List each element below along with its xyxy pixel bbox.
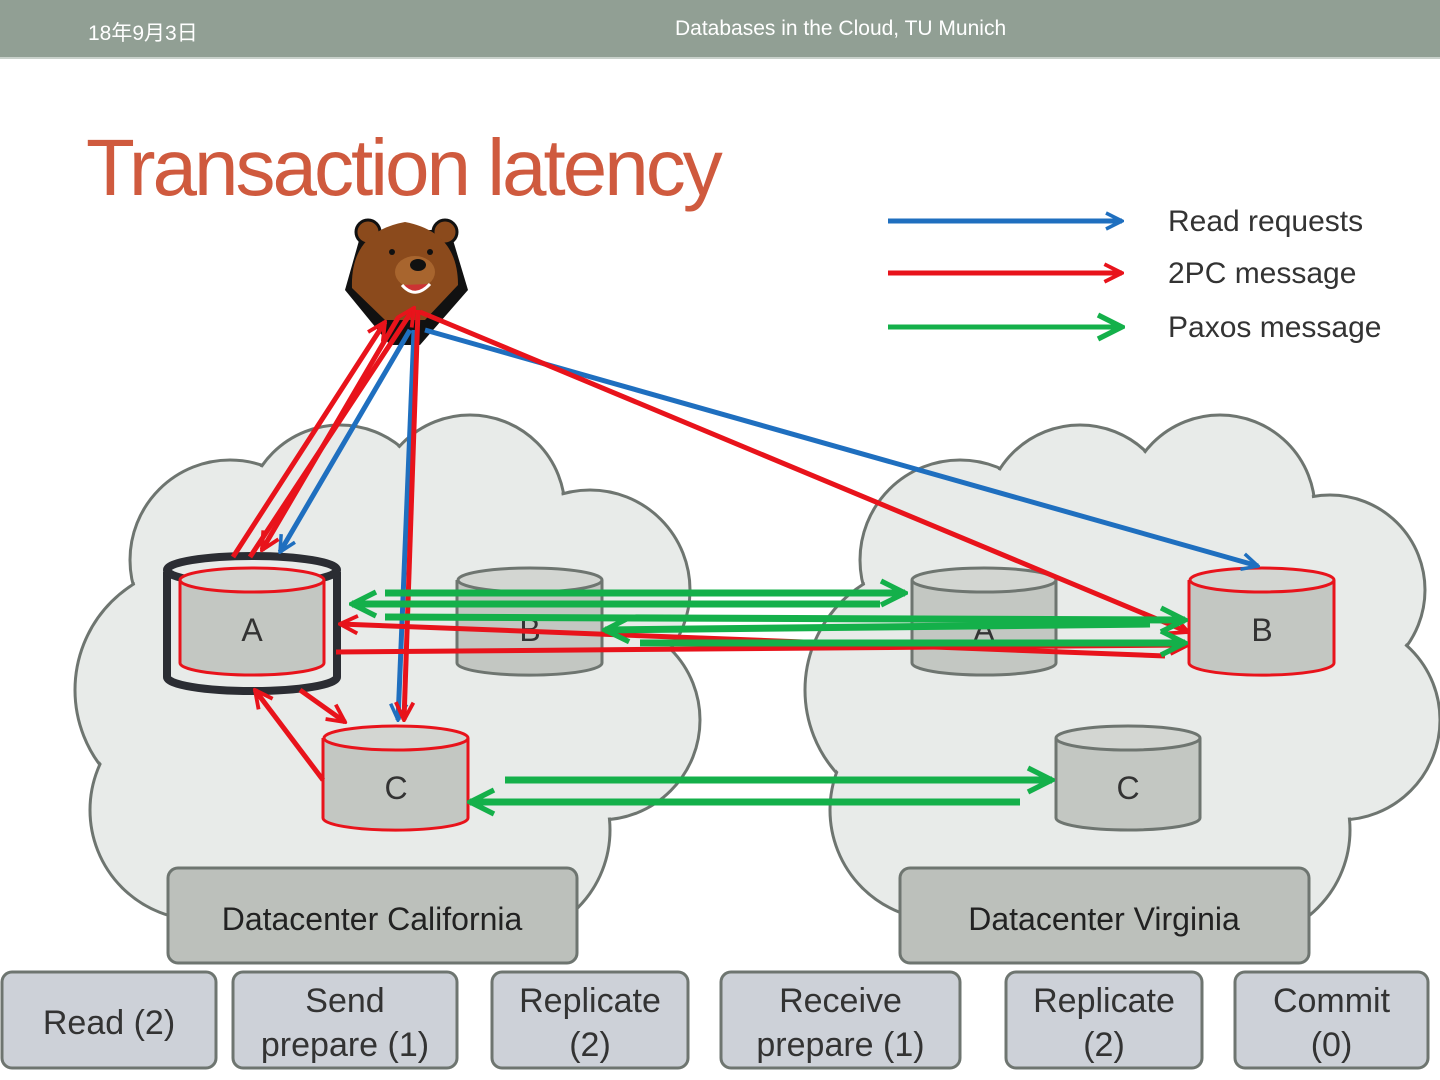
node-label: B (1251, 612, 1272, 648)
node-va-c[interactable]: C (1054, 724, 1202, 832)
node-va-b[interactable]: B (1187, 566, 1336, 677)
arrow-paxos-ca-a-to-va-b (384, 617, 1185, 620)
node-ca-a[interactable]: A (178, 566, 326, 677)
step-label: Replicate (1033, 982, 1175, 1020)
arrow-2pc-a-to-client (230, 322, 385, 559)
datacenter-california-label: Datacenter California (222, 901, 523, 937)
legend: Read requests 2PC message Paxos message (888, 205, 1381, 344)
arrow-2pc-a-to-c (298, 687, 345, 722)
arrow-2pc-c-to-a (255, 690, 325, 782)
latency-steps: Read (2) Send prepare (1) Replicate (2) Recei… (0, 970, 1430, 1070)
node-ca-c[interactable]: C (321, 724, 470, 832)
step-label: Commit (1273, 982, 1391, 1020)
step-label: Send (305, 982, 384, 1020)
datacenter-virginia-box: Datacenter Virginia (898, 866, 1311, 965)
2pc-arrows (230, 308, 1188, 782)
step-label: (0) (1311, 1026, 1353, 1064)
slide-title: Transaction latency (86, 123, 723, 212)
step-label: (2) (569, 1026, 611, 1064)
step-box: Receive prepare (1) (719, 970, 962, 1070)
legend-2pc-label: 2PC message (1168, 257, 1356, 290)
step-box: Commit (0) (1233, 970, 1430, 1070)
legend-read-label: Read requests (1168, 205, 1363, 238)
legend-paxos-label: Paxos message (1168, 311, 1381, 344)
course-title: Databases in the Cloud, TU Munich (675, 17, 1007, 40)
datacenter-california-box: Datacenter California (166, 866, 579, 965)
slide-date: 18年9月3日 (88, 22, 198, 45)
step-label: Replicate (519, 982, 661, 1020)
arrow-read-ca-c (398, 329, 417, 720)
step-box: Read (2) (0, 970, 218, 1070)
slide-header: 18年9月3日 Databases in the Cloud, TU Munic… (0, 0, 1440, 59)
step-label: (2) (1083, 1026, 1125, 1064)
arrow-2pc-client-to-a (262, 316, 401, 550)
datacenter-virginia-label: Datacenter Virginia (968, 901, 1240, 937)
step-label: Receive (779, 982, 902, 1020)
step-label: prepare (1) (756, 1026, 924, 1064)
step-box: Send prepare (1) (231, 970, 459, 1070)
node-label: C (384, 770, 407, 806)
step-box: Replicate (2) (490, 970, 690, 1070)
arrow-read-ca-a (277, 328, 413, 552)
arrow-paxos-va-b-to-ca-a (605, 624, 1151, 630)
paxos-arrows (352, 593, 1185, 802)
node-label: A (241, 612, 263, 648)
step-label: prepare (1) (261, 1026, 429, 1064)
cloud-virginia (803, 413, 1440, 942)
bear-client-icon (345, 218, 468, 345)
step-label: Read (2) (43, 1004, 175, 1042)
step-box: Replicate (2) (1004, 970, 1204, 1070)
node-ca-b[interactable]: B (455, 566, 604, 677)
arrow-2pc-client-to-va-b (419, 309, 1188, 632)
node-label: C (1116, 770, 1139, 806)
